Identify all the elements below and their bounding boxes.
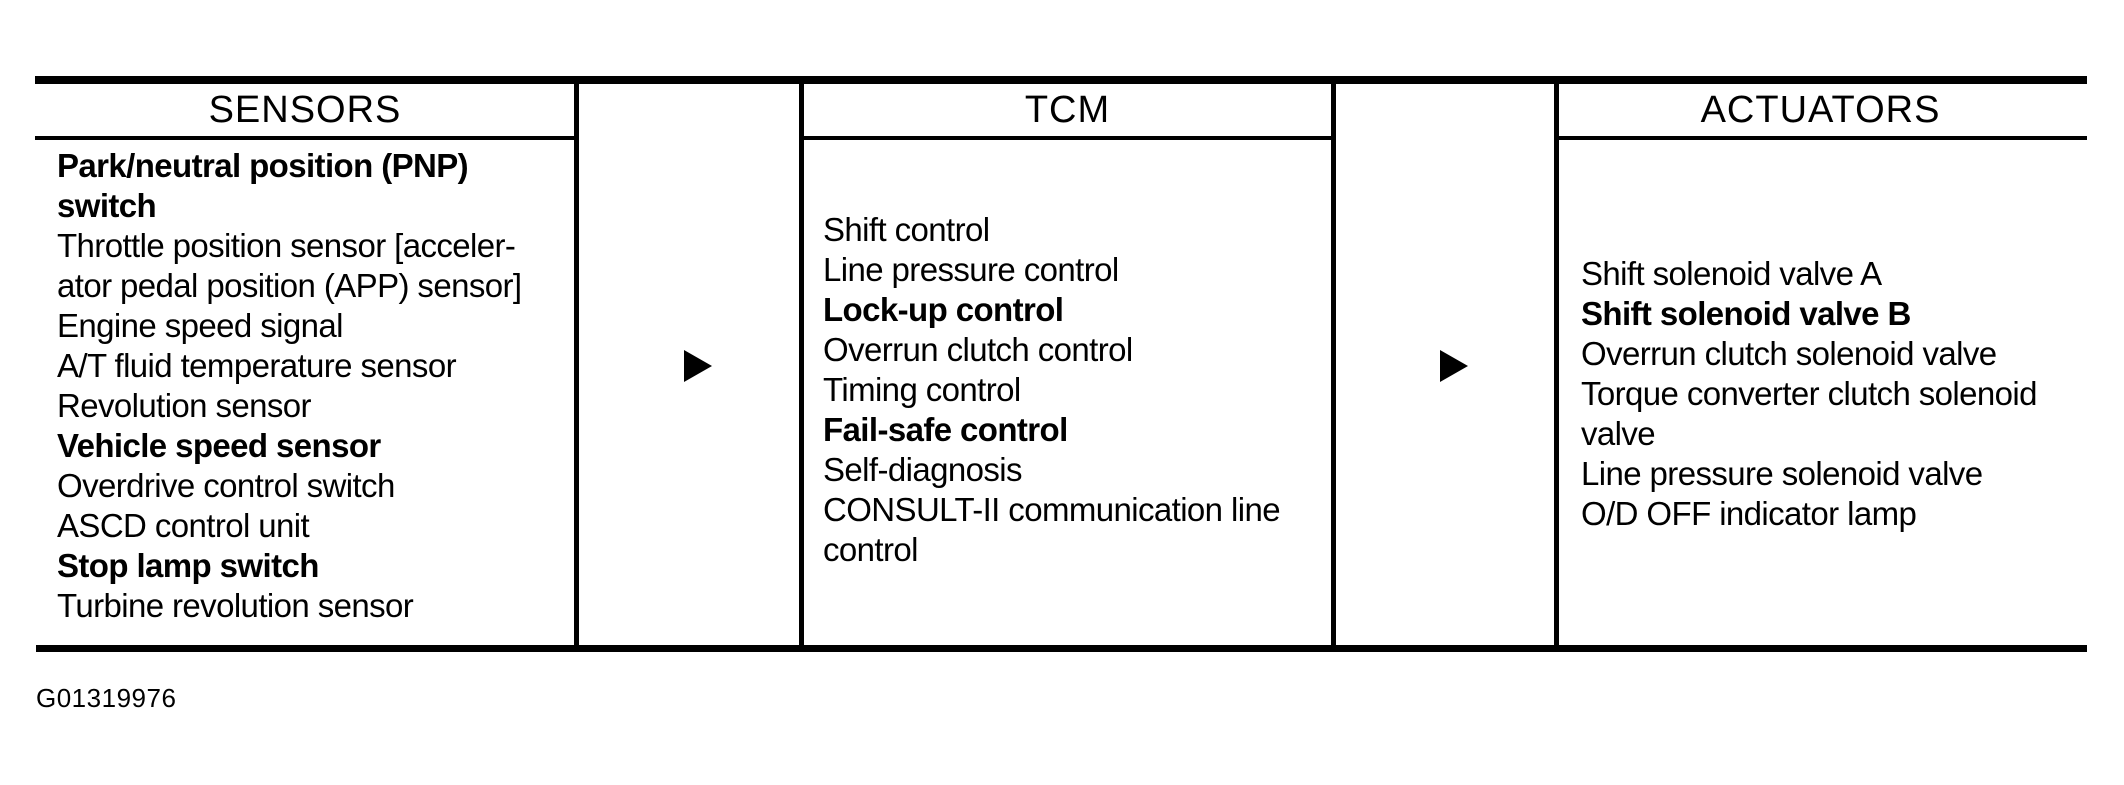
sensors-header-separator [35, 136, 579, 140]
list-item: control [823, 531, 918, 568]
list-item: Park/neutral position (PNP) [57, 147, 469, 184]
list-item: Timing control [823, 371, 1021, 408]
sensors-to-tcm-arrow-icon [684, 350, 712, 382]
top-border [35, 76, 2087, 84]
list-item: Stop lamp switch [57, 547, 319, 584]
list-item: Line pressure control [823, 251, 1119, 288]
list-item: Engine speed signal [57, 307, 343, 344]
list-item: Overrun clutch solenoid valve [1581, 335, 1997, 372]
tcm-to-actuators-arrow-icon [1440, 350, 1468, 382]
list-item: valve [1581, 415, 1656, 452]
tcm-header-separator [799, 136, 1336, 140]
list-item: Throttle position sensor [acceler- [57, 227, 516, 264]
list-item: Overrun clutch control [823, 331, 1133, 368]
actuators-header-separator [1554, 136, 2087, 140]
bottom-border [36, 645, 2087, 652]
sensors-box-right-divider [574, 80, 579, 649]
list-item: Line pressure solenoid valve [1581, 455, 1983, 492]
list-item: O/D OFF indicator lamp [1581, 495, 1917, 532]
tcm-column-header: TCM [1024, 89, 1111, 131]
list-item: Shift control [823, 211, 990, 248]
list-item: Shift solenoid valve B [1581, 295, 1911, 332]
sensors-column-header: SENSORS [208, 89, 402, 131]
list-item: Revolution sensor [57, 387, 312, 424]
list-item: A/T fluid temperature sensor [57, 347, 457, 384]
actuators-column-header: ACTUATORS [1700, 89, 1941, 131]
list-item: switch [57, 187, 157, 224]
list-item: ASCD control unit [57, 507, 310, 544]
actuators-box-left-divider [1554, 80, 1559, 649]
list-item: Turbine revolution sensor [57, 587, 414, 624]
list-item: Lock-up control [823, 291, 1064, 328]
list-item: Overdrive control switch [57, 467, 395, 504]
list-item: Self-diagnosis [823, 451, 1022, 488]
tcm-box-right-divider [1331, 80, 1336, 649]
tcm-box-left-divider [799, 80, 804, 649]
list-item: Shift solenoid valve A [1581, 255, 1882, 292]
list-item: ator pedal position (APP) sensor] [57, 267, 522, 304]
list-item: Fail-safe control [823, 411, 1068, 448]
figure-id-label: G01319976 [36, 683, 177, 713]
list-item: Vehicle speed sensor [57, 427, 381, 464]
list-item: Torque converter clutch solenoid [1581, 375, 2038, 412]
list-item: CONSULT-II communication line [823, 491, 1281, 528]
